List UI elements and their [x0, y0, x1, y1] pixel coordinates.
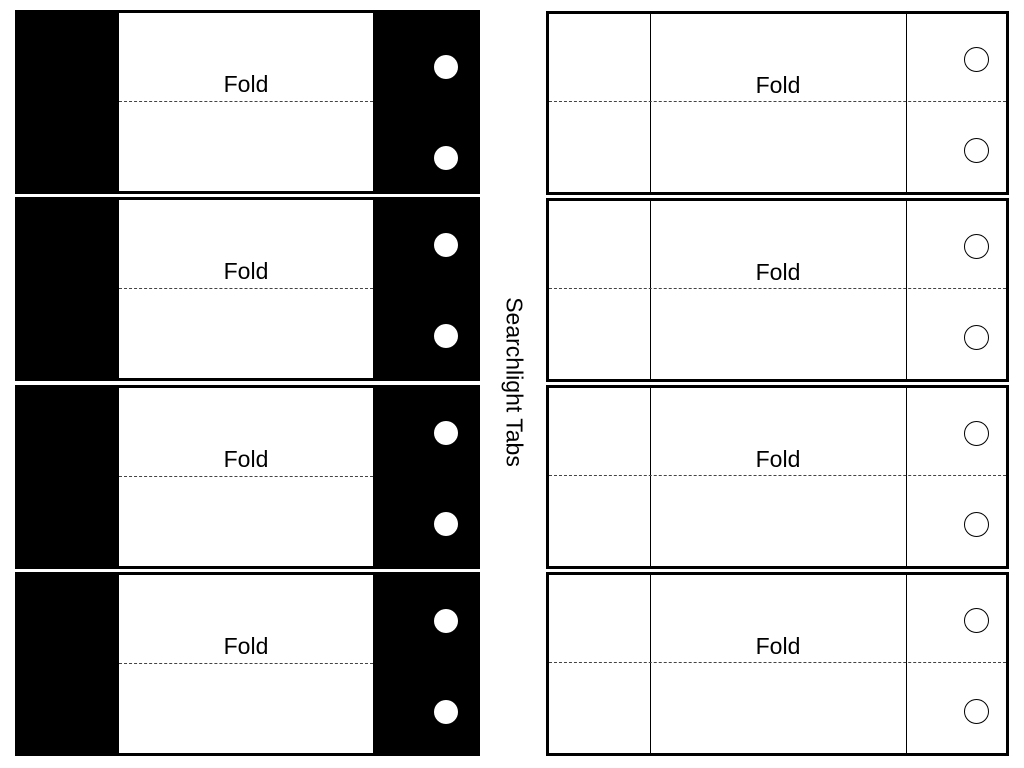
fold-line	[549, 288, 1006, 289]
fold-label: Fold	[755, 446, 801, 472]
tab-center-panel: Fold	[119, 200, 373, 378]
punch-hole-icon	[434, 421, 458, 445]
left-divider	[650, 388, 651, 566]
fold-line	[119, 476, 373, 477]
punch-hole-icon	[964, 138, 989, 163]
dark-tab-2: Fold	[15, 197, 480, 381]
left-divider	[650, 201, 651, 379]
fold-line	[119, 663, 373, 664]
punch-hole-icon	[964, 325, 989, 350]
fold-line	[549, 475, 1006, 476]
fold-line	[119, 101, 373, 102]
tab-center-panel: Fold	[119, 388, 373, 566]
punch-hole-icon	[964, 512, 989, 537]
punch-hole-icon	[434, 512, 458, 536]
page-title: Searchlight Tabs	[501, 297, 528, 467]
outline-tab-4: Fold	[546, 572, 1009, 756]
left-divider	[650, 14, 651, 192]
tab-center-panel: Fold	[119, 13, 373, 191]
fold-label: Fold	[223, 258, 269, 284]
punch-hole-icon	[434, 324, 458, 348]
punch-hole-icon	[434, 55, 458, 79]
right-divider	[906, 388, 907, 566]
right-divider	[906, 14, 907, 192]
fold-label: Fold	[223, 446, 269, 472]
outline-tab-2: Fold	[546, 198, 1009, 382]
fold-label: Fold	[755, 633, 801, 659]
punch-hole-icon	[964, 421, 989, 446]
punch-hole-icon	[434, 146, 458, 170]
tab-center-panel: Fold	[119, 575, 373, 753]
punch-hole-icon	[434, 233, 458, 257]
punch-hole-icon	[964, 234, 989, 259]
fold-label: Fold	[755, 72, 801, 98]
left-divider	[650, 575, 651, 753]
dark-tab-4: Fold	[15, 572, 480, 756]
fold-label: Fold	[223, 71, 269, 97]
punch-hole-icon	[434, 700, 458, 724]
punch-hole-icon	[964, 699, 989, 724]
right-divider	[906, 201, 907, 379]
dark-tab-3: Fold	[15, 385, 480, 569]
fold-label: Fold	[755, 259, 801, 285]
fold-line	[549, 101, 1006, 102]
fold-line	[549, 662, 1006, 663]
punch-hole-icon	[964, 608, 989, 633]
fold-line	[119, 288, 373, 289]
outline-tab-1: Fold	[546, 11, 1009, 195]
dark-tab-1: Fold	[15, 10, 480, 194]
right-divider	[906, 575, 907, 753]
fold-label: Fold	[223, 633, 269, 659]
punch-hole-icon	[434, 609, 458, 633]
punch-hole-icon	[964, 47, 989, 72]
outline-tab-3: Fold	[546, 385, 1009, 569]
